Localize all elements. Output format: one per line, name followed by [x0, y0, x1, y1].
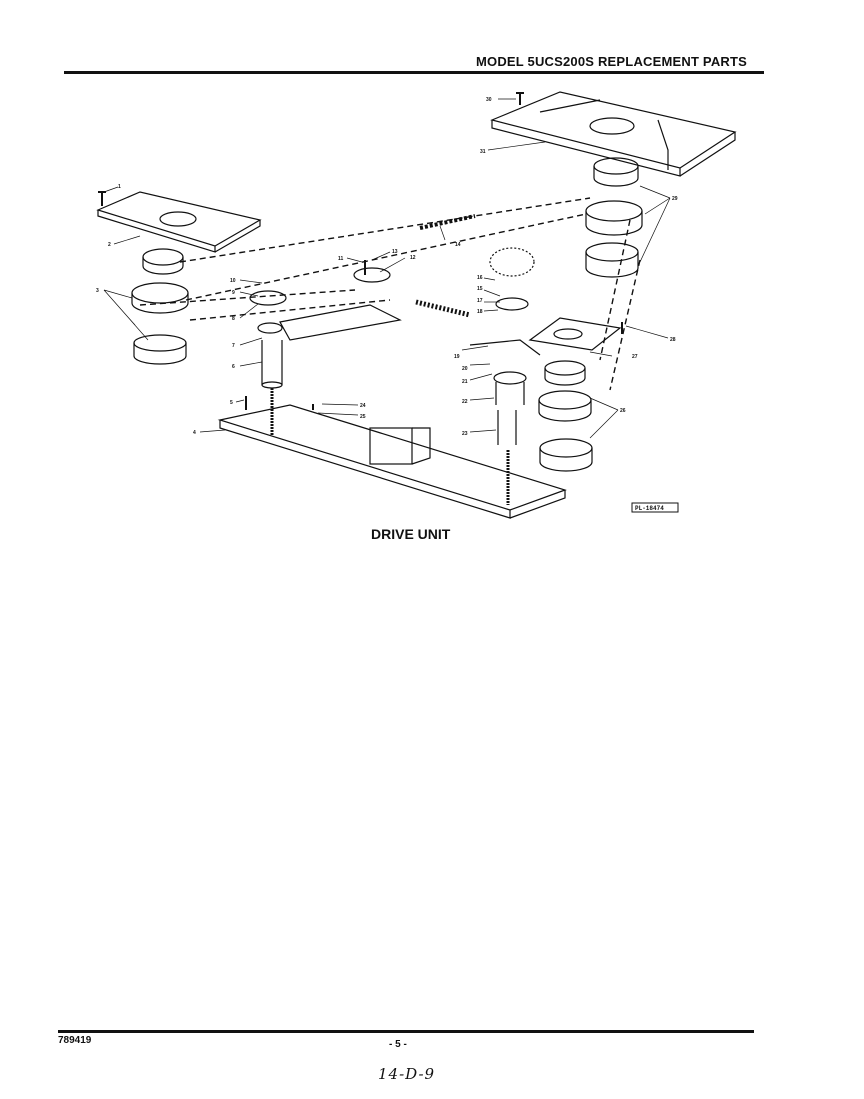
part-callout-9: 9 [232, 290, 235, 296]
part-callout-26: 26 [620, 408, 626, 414]
part-callout-1: 1 [118, 184, 121, 190]
part-callout-2: 2 [108, 242, 111, 248]
part-callout-29: 29 [672, 196, 678, 202]
footer-rule [58, 1030, 754, 1033]
plate-number: PL-18474 [635, 505, 664, 512]
part-callout-7: 7 [232, 343, 235, 349]
part-callout-5: 5 [230, 400, 233, 406]
top-left-plate [96, 191, 262, 247]
part-callout-16: 16 [477, 275, 483, 281]
part-callout-30: 30 [486, 97, 492, 103]
part-callout-20: 20 [462, 366, 468, 372]
part-callout-25: 25 [360, 414, 366, 420]
part-callout-14: 14 [455, 242, 461, 248]
part-callout-10: 10 [230, 278, 236, 284]
part-callout-13: 13 [392, 249, 398, 255]
part-callout-28: 28 [670, 337, 676, 343]
part-callout-3: 3 [96, 288, 99, 294]
page-title: MODEL 5UCS200S REPLACEMENT PARTS [476, 54, 748, 69]
part-callout-24: 24 [360, 403, 366, 409]
part-callout-23: 23 [462, 431, 468, 437]
top-right-plate [490, 91, 737, 169]
base-plate [217, 404, 567, 511]
header-rule [64, 71, 764, 74]
part-callout-6: 6 [232, 364, 235, 370]
part-callout-17: 17 [477, 298, 483, 304]
page-number: - 5 - [389, 1039, 407, 1050]
part-callout-4: 4 [193, 430, 196, 436]
part-callout-18: 18 [477, 309, 483, 315]
part-callout-12: 12 [410, 255, 416, 261]
part-callout-15: 15 [477, 286, 483, 292]
part-callout-11: 11 [338, 256, 344, 262]
drive-unit-diagram: 1 2 3 4 5 6 7 8 9 10 11 12 13 14 15 16 1… [96, 91, 737, 519]
part-callout-19: 19 [454, 354, 460, 360]
part-callout-8: 8 [232, 316, 235, 322]
part-callout-21: 21 [462, 379, 468, 385]
handwritten-note: 14-D-9 [378, 1065, 436, 1083]
part-callout-31: 31 [480, 149, 486, 155]
figure-caption: DRIVE UNIT [371, 526, 451, 542]
part-callout-22: 22 [462, 399, 468, 405]
document-code: 789419 [58, 1035, 92, 1046]
part-callout-27: 27 [632, 354, 638, 360]
